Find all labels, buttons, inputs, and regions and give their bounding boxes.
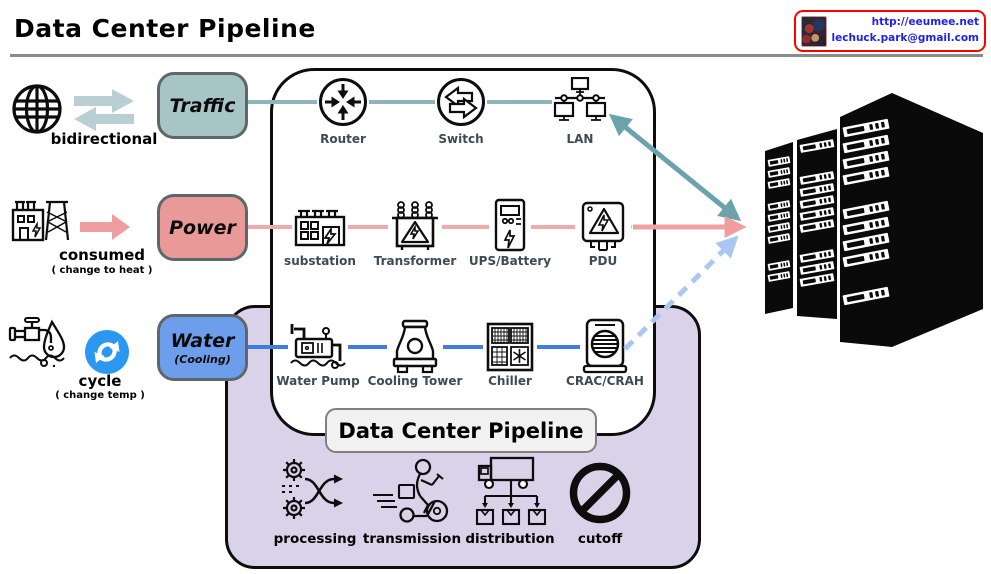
- crac-crah-label: CRAC/CRAH: [566, 374, 644, 388]
- credit-badge: http://eeumee.net lechuck.park@gmail.com: [794, 10, 986, 52]
- ups-battery-label: UPS/Battery: [468, 254, 552, 268]
- credit-email[interactable]: lechuck.park@gmail.com: [831, 32, 979, 44]
- traffic-legend-label: bidirectional: [50, 130, 158, 148]
- badge-links: http://eeumee.net lechuck.park@gmail.com: [832, 15, 979, 47]
- cutoff-label: cutoff: [577, 531, 623, 547]
- substation-icon: [292, 203, 348, 251]
- router-label: Router: [320, 132, 366, 146]
- power-pill: Power: [157, 194, 248, 261]
- switch-label: Switch: [438, 132, 484, 146]
- header-divider: [10, 54, 983, 57]
- water-pill: Water (Cooling): [157, 314, 248, 381]
- router-icon: [317, 76, 369, 128]
- water-faucet-icon: [8, 316, 70, 370]
- cooling-tower-icon: [387, 319, 443, 375]
- ups-battery-icon: [489, 198, 531, 256]
- globe-icon: [10, 82, 64, 136]
- server-racks: [765, 93, 983, 347]
- water-legend-note: ( change temp ): [55, 390, 145, 401]
- water-pill-label: Water: [170, 329, 235, 352]
- water-pump-label: Water Pump: [276, 374, 360, 388]
- cycle-icon: [85, 330, 129, 374]
- chiller-label: Chiller: [488, 374, 532, 388]
- pdu-label: PDU: [588, 254, 618, 268]
- cooling-tower-label: Cooling Tower: [367, 374, 463, 388]
- credit-url[interactable]: http://eeumee.net: [871, 16, 979, 29]
- traffic-pill: Traffic: [157, 72, 248, 139]
- substation-label: substation: [284, 254, 356, 268]
- transmission-icon: [369, 455, 455, 527]
- badge-thumbnail: [801, 15, 827, 47]
- transformer-label: Transformer: [373, 254, 457, 268]
- lan-label: LAN: [566, 132, 594, 146]
- page-title: Data Center Pipeline: [14, 14, 316, 43]
- processing-icon: [279, 455, 351, 527]
- datacenter-panel-label: Data Center Pipeline: [325, 408, 597, 453]
- switch-icon: [435, 76, 487, 128]
- transformer-icon: [388, 200, 442, 254]
- traffic-pill-label: Traffic: [169, 94, 236, 117]
- power-legend-note: ( change to heat ): [51, 265, 153, 276]
- power-legend-label: consumed: [58, 246, 146, 264]
- power-pill-label: Power: [169, 216, 236, 239]
- distribution-label: distribution: [465, 531, 555, 547]
- crac-crah-icon: [580, 318, 630, 376]
- consumed-arrow-icon: [78, 210, 132, 244]
- water-pill-subtitle: (Cooling): [174, 352, 231, 366]
- lan-icon: [552, 77, 608, 127]
- traffic-line: [246, 100, 582, 104]
- processing-label: processing: [273, 531, 357, 547]
- transmission-label: transmission: [362, 531, 462, 547]
- distribution-icon: [471, 453, 549, 527]
- chiller-icon: [483, 320, 537, 374]
- bidirectional-arrows-icon: [72, 86, 136, 134]
- pdu-icon: [575, 200, 631, 254]
- cutoff-icon: [565, 458, 635, 528]
- water-pump-icon: [288, 321, 348, 373]
- power-plant-icon: [10, 196, 70, 246]
- water-legend-label: cycle: [78, 372, 122, 390]
